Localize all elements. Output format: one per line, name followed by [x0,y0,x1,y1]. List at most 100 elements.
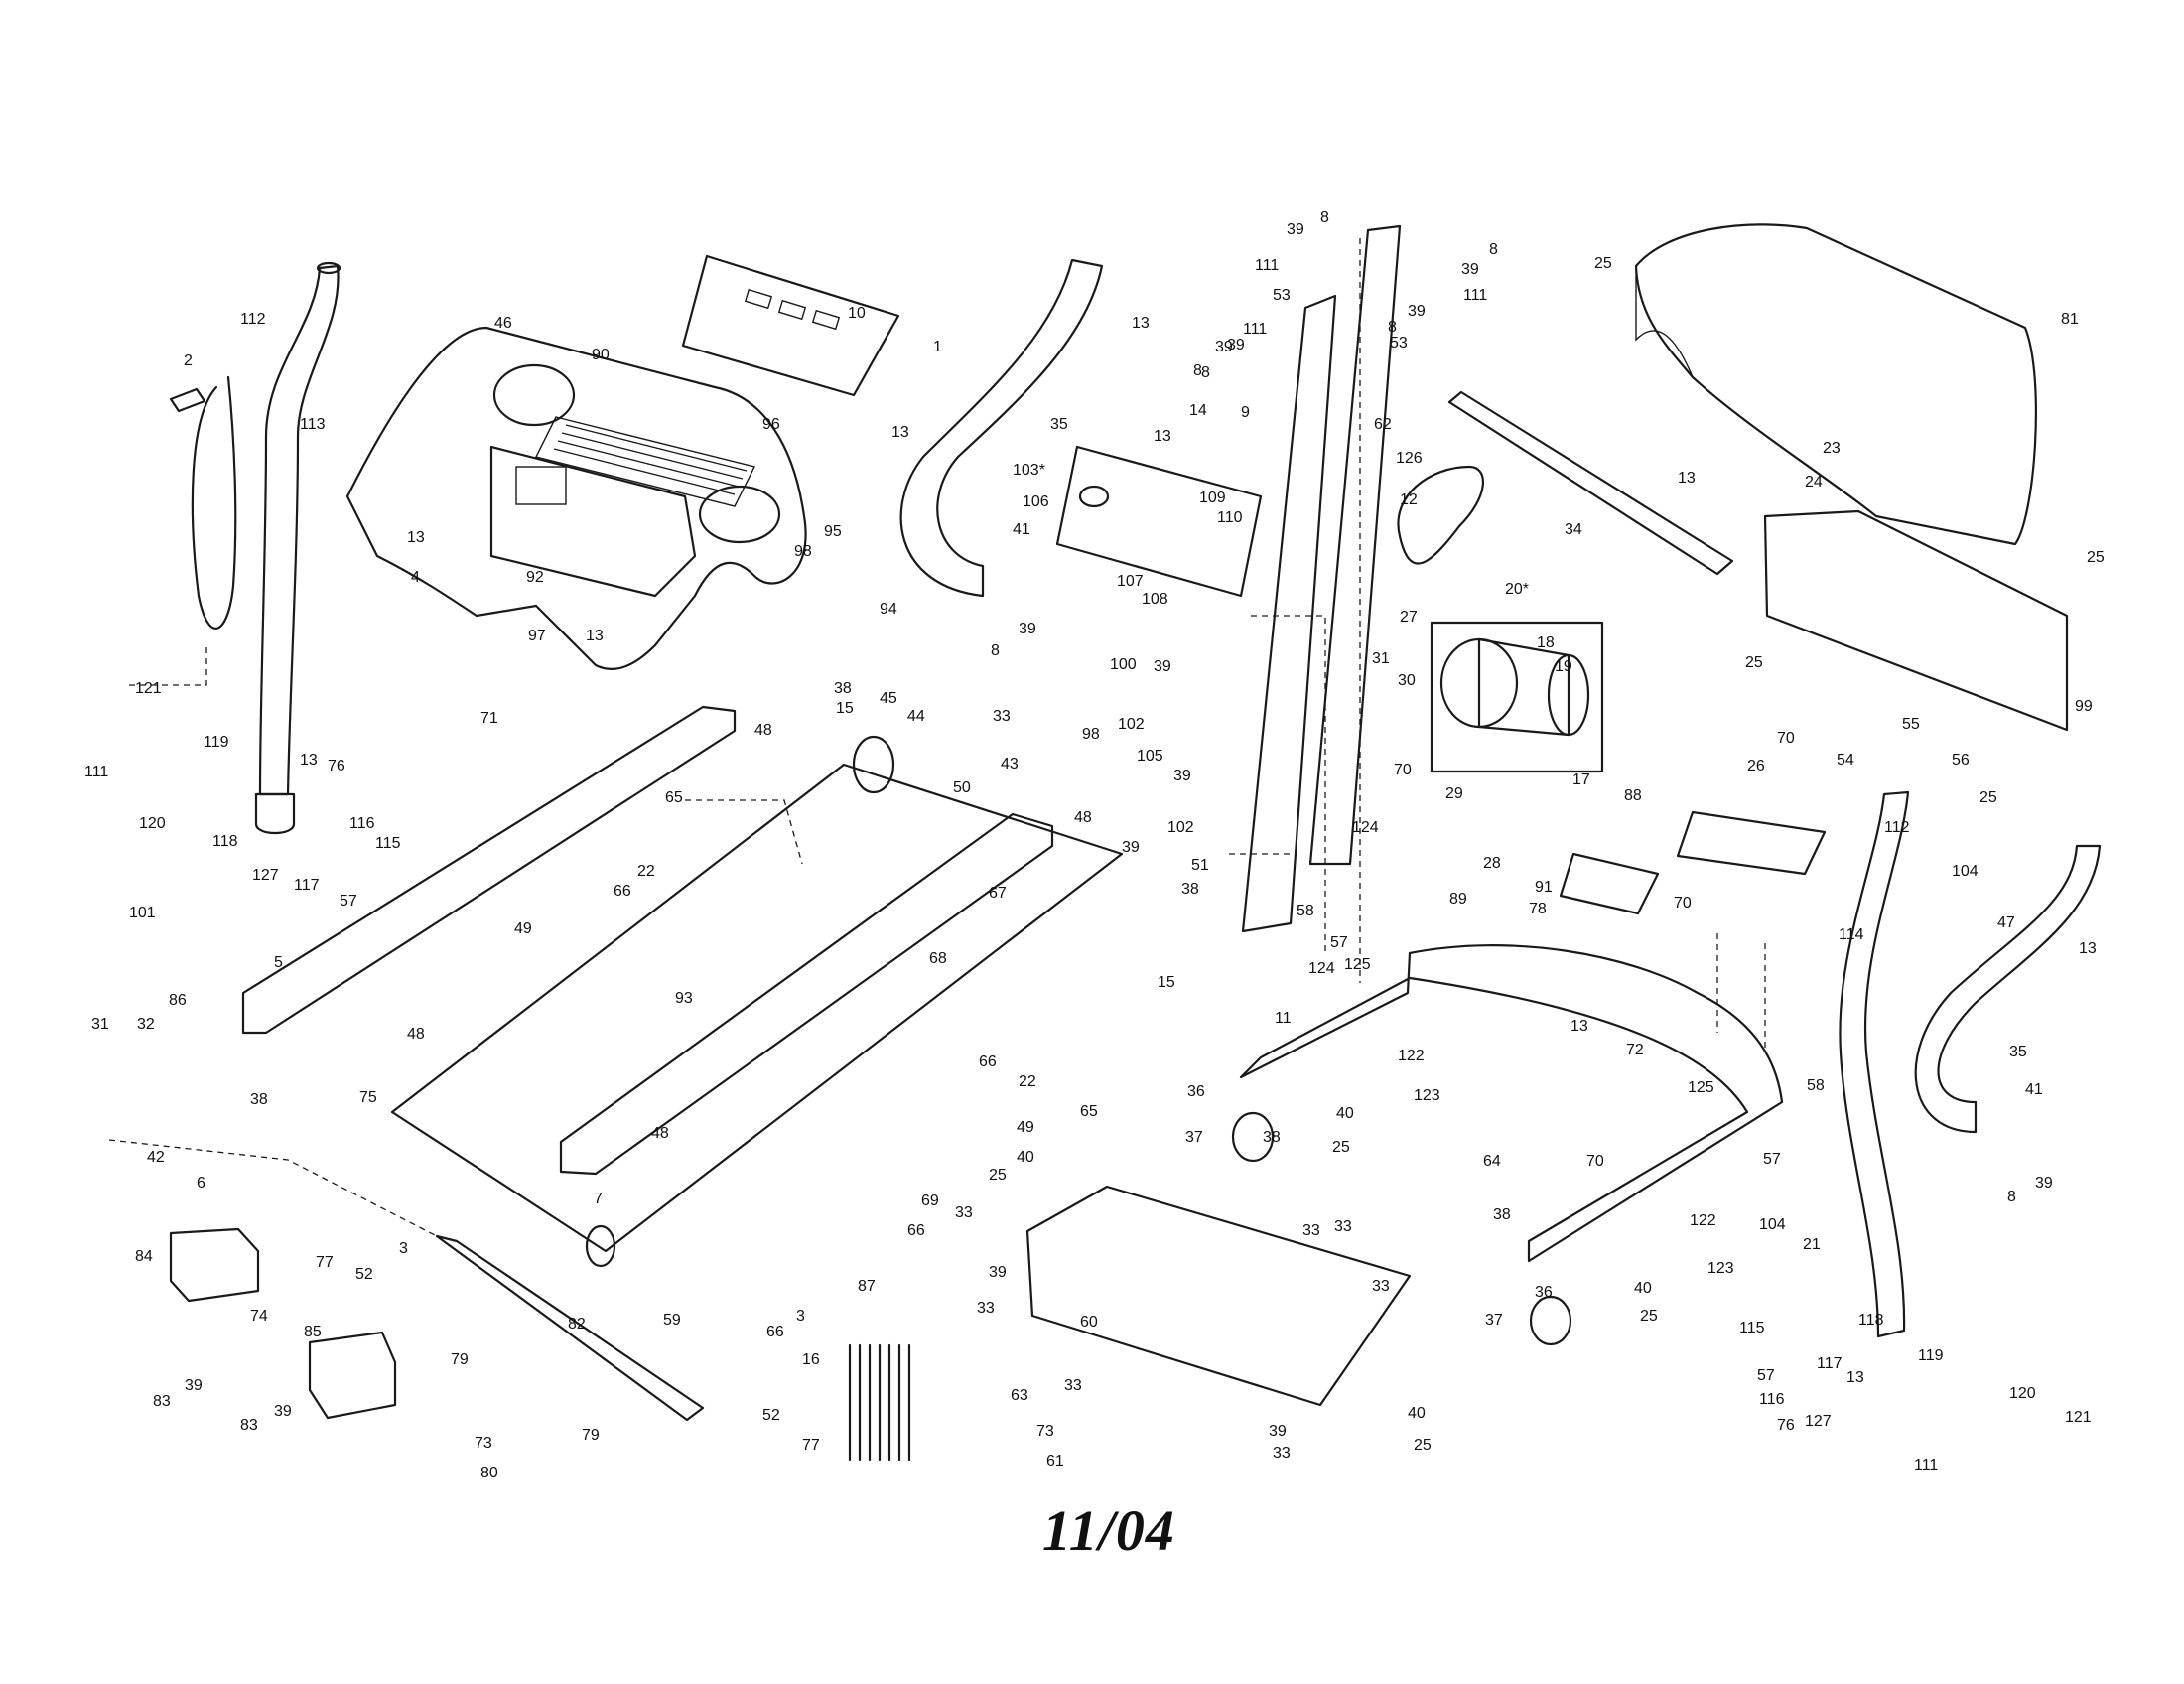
callout-c52: 50 [953,779,971,796]
callout-c139: 9 [1241,404,1250,421]
callout-c214: 21 [1803,1236,1821,1253]
callout-c207: 35 [2009,1044,2027,1060]
callout-c5: 90 [592,347,610,363]
callout-c54: 105 [1137,748,1163,765]
callout-c124: 39 [1287,221,1304,238]
callout-c24: 116 [349,815,375,832]
callout-c200: 78 [1529,901,1547,917]
callout-c149: 29 [1445,785,1463,802]
callout-c155: 70 [1394,762,1412,778]
callout-c208: 41 [2025,1081,2043,1098]
right-upright [1839,790,1910,1338]
callout-c190: 25 [1745,654,1763,671]
callout-c182: 25 [1640,1308,1658,1325]
callout-c43: 39 [1019,621,1036,637]
callout-c129: 53 [1273,287,1291,304]
callout-c112: 80 [480,1465,498,1481]
callout-c132: 111 [1463,287,1487,304]
hood-end-cap [1635,266,1694,378]
callout-c91: 3 [399,1240,408,1257]
callout-c76: 75 [359,1089,377,1106]
callout-c170: 25 [1332,1139,1350,1156]
callout-c47: 38 [834,680,852,697]
deck-plate-60 [1025,1185,1412,1407]
callout-c23: 76 [328,758,345,774]
callout-c116: 73 [1036,1423,1054,1440]
callout-c37: 109 [1199,490,1226,506]
callout-c39: 107 [1117,573,1144,590]
callout-c56: 22 [637,863,655,880]
frame-base [1239,944,1784,1263]
callout-c184: 81 [2061,311,2079,328]
callout-c127: 39 [1461,261,1479,278]
callout-c168: 38 [1263,1129,1281,1146]
callout-c57: 66 [614,883,631,900]
callout-c199: 91 [1535,879,1553,896]
controller-board-26 [1676,810,1827,876]
right-handrail-47 [1914,844,2102,1134]
callout-c160: 57 [1330,934,1348,951]
callout-c35: 13 [1154,428,1171,445]
callout-c206: 114 [1839,926,1864,943]
callout-c192: 54 [1837,752,1854,769]
callout-c202: 112 [1884,819,1910,836]
callout-c85: 69 [921,1193,939,1209]
callout-c40: 108 [1142,591,1168,608]
callout-c9: 95 [824,523,842,540]
roller-106 [1078,485,1110,508]
callout-c211: 58 [1807,1077,1825,1094]
callout-c55: 65 [665,789,683,806]
callout-c225: 111 [1914,1457,1938,1474]
callout-c10: 13 [407,529,425,546]
left-upright-cap [316,261,341,275]
callout-c34: 106 [1023,493,1049,510]
callout-c126: 8 [1489,241,1498,258]
callout-c25: 57 [340,893,357,910]
side-rail-93 [559,812,1054,1176]
callout-c53: 98 [1082,726,1100,743]
axle-82 [435,1234,705,1422]
circuit-board-88 [1559,852,1660,915]
motor-assembly [1439,637,1590,737]
callout-c13: 97 [528,628,546,644]
walking-belt-67 [390,763,1124,1253]
fan-grille-90 [534,416,756,507]
callout-c193: 55 [1902,716,1920,733]
callout-c90: 77 [316,1254,334,1271]
callout-c33: 103* [1013,462,1045,479]
wire-ties-16 [848,1343,911,1462]
front-roller-50 [852,735,895,794]
callout-c86: 66 [907,1222,925,1239]
callout-c223: 127 [1805,1413,1832,1430]
callout-c105: 79 [451,1351,469,1368]
callout-c147: 30 [1398,672,1416,689]
cover-84 [169,1227,260,1303]
callout-c156: 124 [1352,819,1379,836]
callout-c118: 33 [1064,1377,1082,1394]
callout-c136: 39 [1227,337,1245,353]
callout-c48: 45 [880,690,897,707]
callout-c133: 8 [1193,362,1202,379]
callout-labels: 112 113 2 46 90 10 96 13 95 13 4 92 97 1… [84,210,2105,1481]
callout-c30: 1 [933,339,942,355]
callout-c138: 8 [1201,364,1210,381]
callout-c187: 34 [1565,521,1582,538]
callout-c110: 39 [274,1403,292,1420]
callout-c107: 16 [802,1351,820,1368]
callout-c189: 25 [2087,549,2105,566]
callout-c58: 49 [514,920,532,937]
crossbar-34 [1447,390,1734,576]
callout-c6: 10 [848,305,866,322]
callout-c196: 70 [1777,730,1795,747]
callout-c77: 22 [1019,1073,1036,1090]
callout-c68: 93 [675,990,693,1007]
callout-c46: 15 [836,700,854,717]
callout-c216: 118 [1858,1312,1884,1329]
callout-c100: 60 [1080,1314,1098,1331]
callout-c152: 102 [1118,716,1145,733]
callout-c128: 111 [1255,257,1279,274]
assembly-dashes [108,238,1766,1237]
callout-c101: 33 [1372,1278,1390,1295]
callout-c73: 38 [250,1091,268,1108]
